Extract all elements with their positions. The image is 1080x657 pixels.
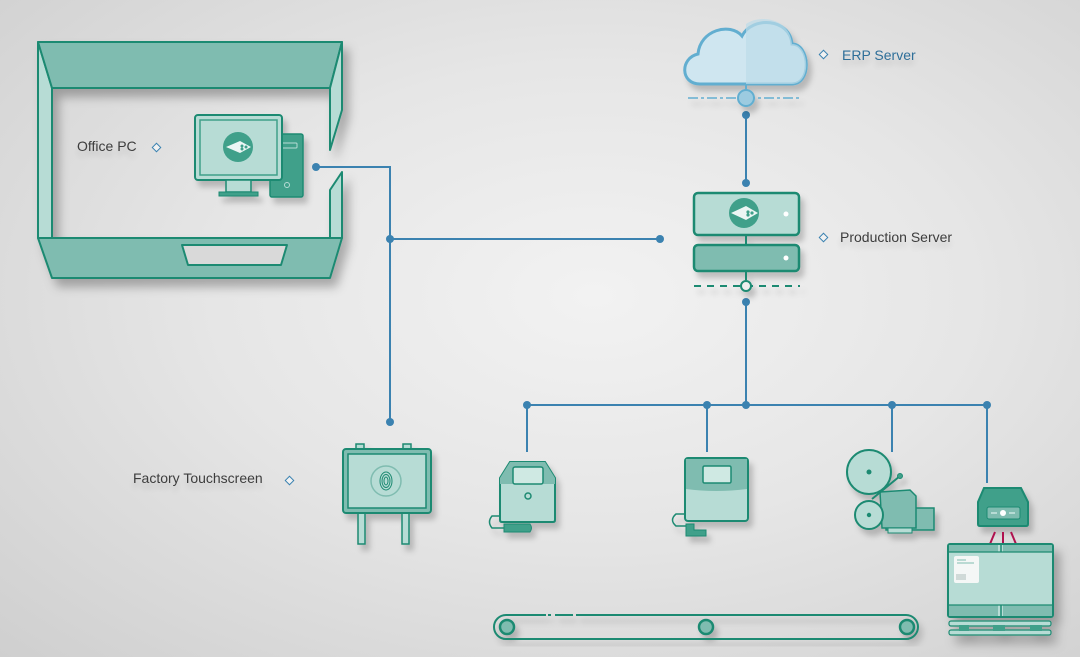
desktop-computer-icon xyxy=(194,114,304,198)
office-room-frame xyxy=(37,41,343,279)
pallet-box-icon xyxy=(947,543,1054,636)
label-applicator-icon xyxy=(846,449,935,534)
server-rack-icon xyxy=(692,191,801,292)
inkjet-printer-icon xyxy=(488,461,556,533)
conveyor-belt-icon xyxy=(493,614,919,640)
office-pc-label: Office PC xyxy=(77,138,137,154)
barcode-scanner-icon xyxy=(977,487,1029,527)
production-server-label: Production Server xyxy=(840,229,953,245)
erp-server-label: ERP Server xyxy=(842,47,916,63)
touchscreen-fingerprint-icon xyxy=(342,443,432,545)
coder-unit-icon xyxy=(671,457,749,537)
network-lines xyxy=(316,115,988,483)
scanner-beam xyxy=(989,531,1017,545)
factory-touchscreen-label: Factory Touchscreen xyxy=(133,470,263,486)
cloud-icon xyxy=(683,18,808,107)
connection-dots xyxy=(312,111,991,426)
